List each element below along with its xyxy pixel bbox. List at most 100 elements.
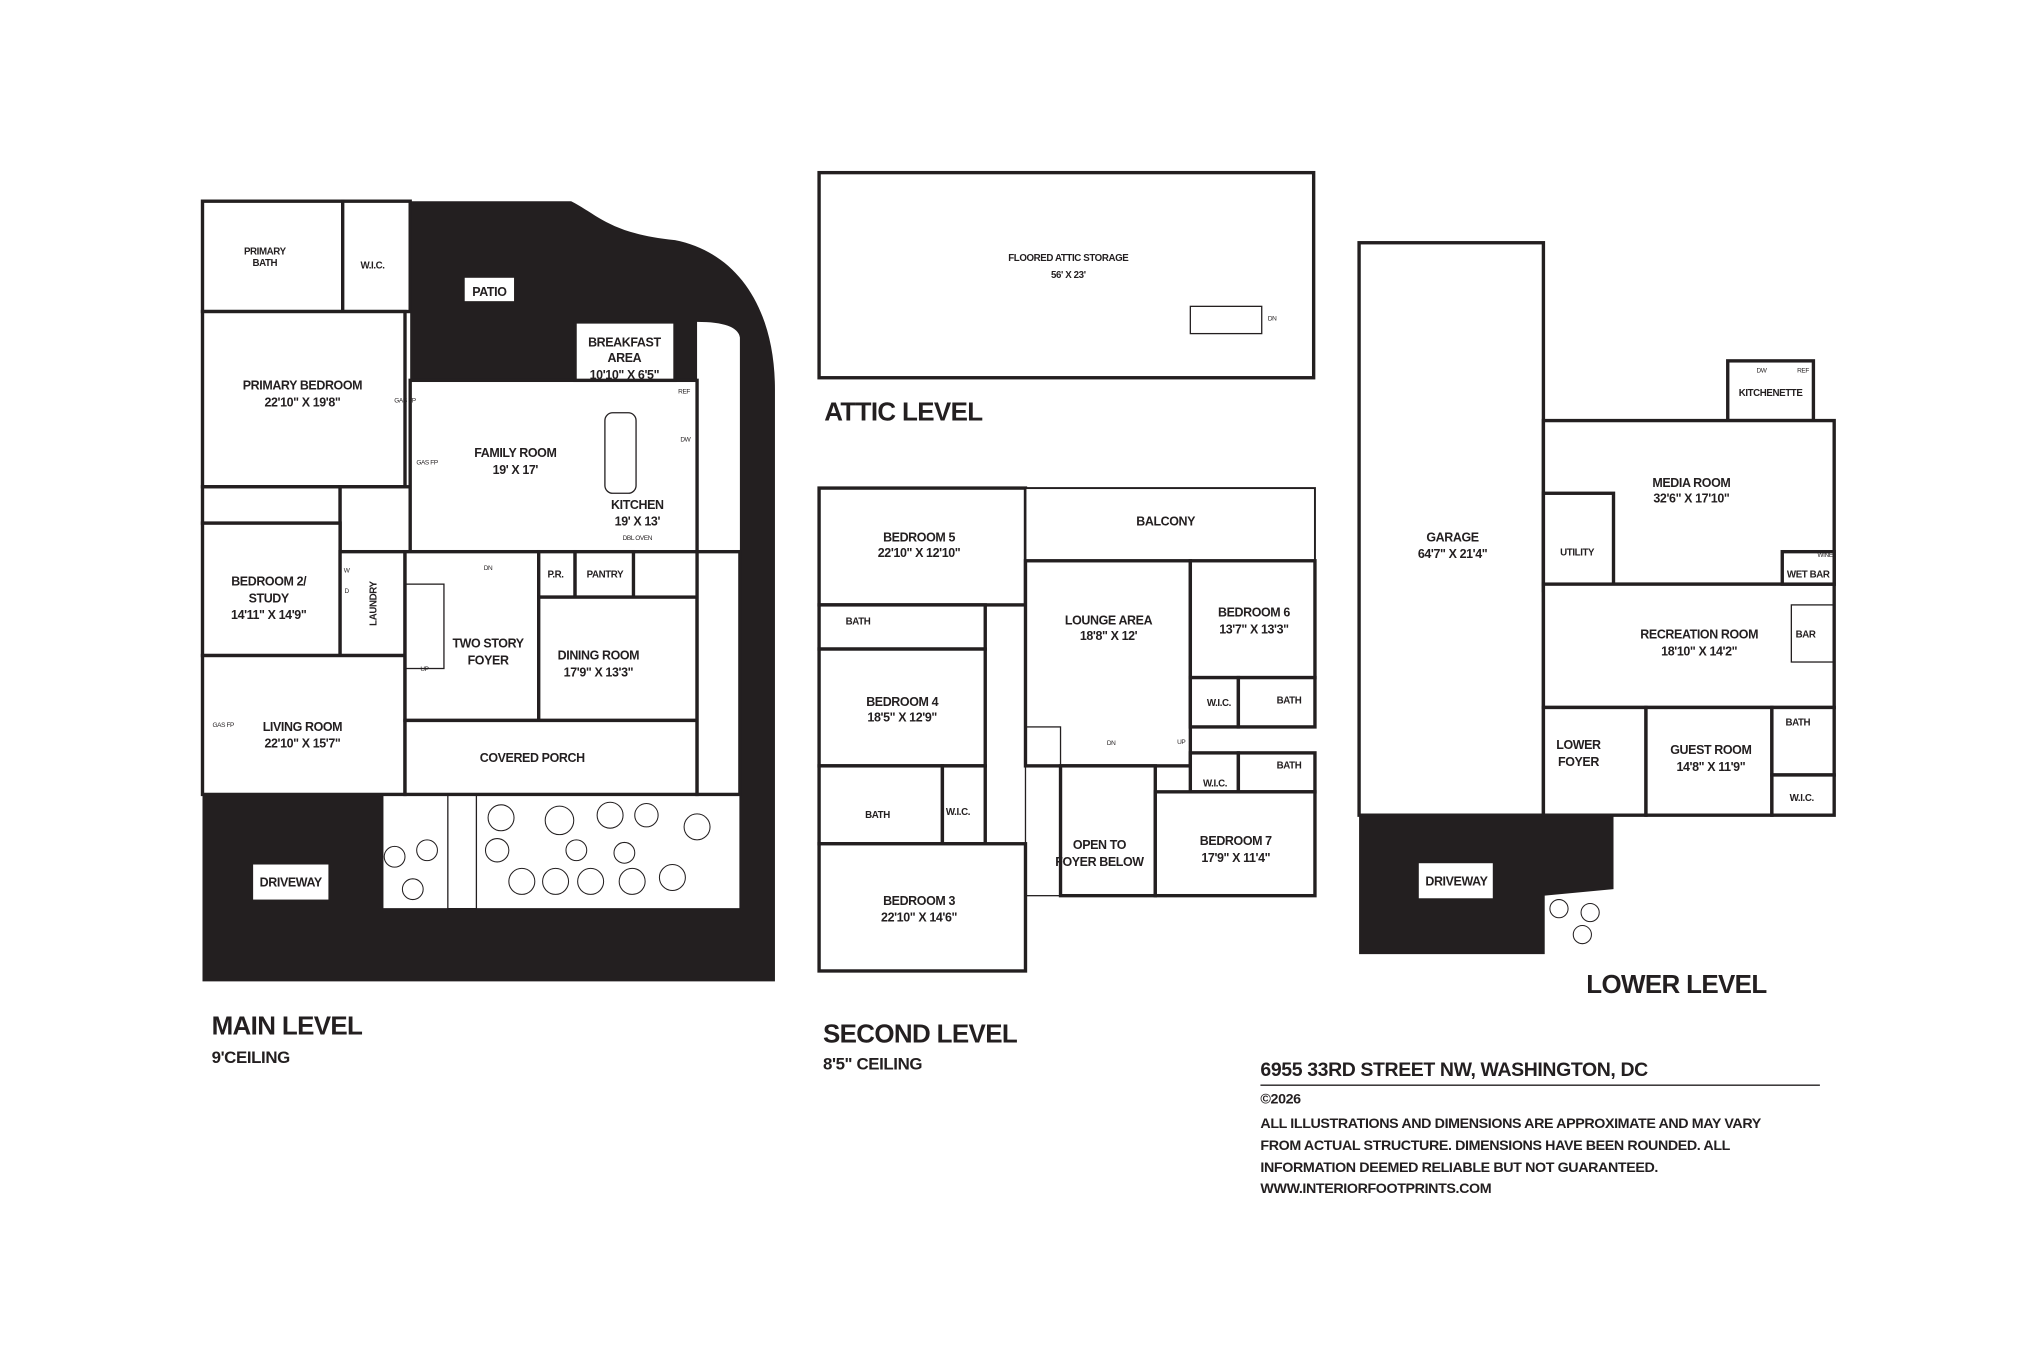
room-bath-3 bbox=[817, 764, 945, 846]
room-bedroom7 bbox=[1153, 790, 1317, 898]
label-bedroom4: BEDROOM 4 bbox=[866, 695, 938, 709]
label-gas-fp-3: GAS FP bbox=[213, 722, 235, 729]
disclaimer-line-3: INFORMATION DEEMED RELIABLE BUT NOT GUAR… bbox=[1260, 1160, 1658, 1176]
label-garage: GARAGE bbox=[1426, 530, 1478, 544]
lower-driveway-label-box bbox=[1418, 863, 1493, 899]
attic-stair bbox=[1189, 305, 1263, 335]
label-bedroom2-dims: 14'11" X 14'9" bbox=[231, 608, 307, 622]
label-guest: GUEST ROOM bbox=[1670, 743, 1751, 757]
room-dining bbox=[537, 595, 699, 723]
label-recreation: RECREATION ROOM bbox=[1640, 628, 1758, 642]
label-lower-bath: BATH bbox=[1785, 718, 1810, 729]
label-wine: WINE bbox=[1817, 552, 1833, 559]
label-bedroom5: BEDROOM 5 bbox=[883, 530, 955, 544]
garden-shrubs bbox=[383, 801, 711, 901]
label-bath-5: BATH bbox=[846, 616, 871, 627]
room-lounge bbox=[1023, 559, 1193, 768]
copyright: ©2026 bbox=[1260, 1091, 1301, 1107]
attic-level-plan: FLOORED ATTIC STORAGE 56' X 23' DN ATTIC… bbox=[817, 170, 1316, 427]
room-bedroom6 bbox=[1188, 559, 1317, 680]
room-wic bbox=[341, 199, 412, 314]
closets-strip bbox=[200, 485, 342, 525]
label-bedroom7: BEDROOM 7 bbox=[1200, 834, 1272, 848]
label-primary-bath-2: BATH bbox=[252, 258, 277, 269]
label-driveway: DRIVEWAY bbox=[260, 876, 323, 890]
website: WWW.INTERIORFOOTPRINTS.COM bbox=[1260, 1181, 1491, 1197]
label-breakfast-1: BREAKFAST bbox=[588, 336, 661, 350]
label-gas-fp-2: GAS FP bbox=[416, 460, 438, 467]
label-open-foyer-1: OPEN TO bbox=[1073, 838, 1127, 852]
room-bath-7 bbox=[1236, 751, 1317, 794]
label-oven: DBL OVEN bbox=[623, 535, 653, 542]
label-utility: UTILITY bbox=[1560, 548, 1595, 559]
room-recreation bbox=[1541, 582, 1836, 710]
label-garage-dims: 64'7" X 21'4" bbox=[1418, 547, 1488, 561]
label-ref: REF bbox=[678, 388, 690, 395]
foyer-stair bbox=[404, 583, 445, 670]
label-family-room: FAMILY ROOM bbox=[474, 446, 556, 460]
label-living-room: LIVING ROOM bbox=[263, 720, 342, 734]
disclaimer-line-1: ALL ILLUSTRATIONS AND DIMENSIONS ARE APP… bbox=[1260, 1116, 1761, 1132]
disclaimer-line-2: FROM ACTUAL STRUCTURE. DIMENSIONS HAVE B… bbox=[1260, 1138, 1730, 1154]
patio-label-box bbox=[464, 277, 515, 302]
label-bedroom3: BEDROOM 3 bbox=[883, 894, 955, 908]
label-lounge-dims: 18'8" X 12' bbox=[1080, 629, 1138, 643]
label-second-dn: DN bbox=[1107, 740, 1116, 747]
label-lower-driveway: DRIVEWAY bbox=[1425, 874, 1488, 888]
room-utility bbox=[1541, 491, 1616, 593]
room-pantry bbox=[573, 549, 636, 599]
label-primary-bedroom: PRIMARY BEDROOM bbox=[243, 378, 362, 392]
room-bar bbox=[1790, 604, 1835, 663]
label-kitchen-dims: 19' X 13' bbox=[615, 515, 661, 529]
title-block: 6955 33RD STREET NW, WASHINGTON, DC ©202… bbox=[1260, 1059, 1820, 1197]
room-lower-wic bbox=[1770, 773, 1836, 817]
room-bedroom2 bbox=[200, 521, 342, 658]
label-bath-6: BATH bbox=[1277, 696, 1302, 707]
second-level-title: SECOND LEVEL bbox=[823, 1018, 1018, 1048]
label-bedroom7-dims: 17'9" X 11'4" bbox=[1201, 851, 1270, 865]
label-lounge: LOUNGE AREA bbox=[1065, 613, 1153, 627]
label-wic: W.I.C. bbox=[360, 261, 385, 272]
label-bar: BAR bbox=[1796, 629, 1816, 640]
label-foyer-2: FOYER bbox=[468, 654, 509, 668]
room-kitchenette bbox=[1726, 359, 1816, 423]
label-attic-storage-dims: 56' X 23' bbox=[1051, 270, 1086, 281]
label-wic-6: W.I.C. bbox=[1207, 698, 1232, 709]
stair-second bbox=[1024, 726, 1062, 897]
address: 6955 33RD STREET NW, WASHINGTON, DC bbox=[1260, 1059, 1648, 1081]
label-dw: DW bbox=[680, 436, 691, 443]
label-breakfast-2: AREA bbox=[608, 351, 642, 365]
label-bedroom6-dims: 13'7" X 13'3" bbox=[1219, 622, 1289, 636]
label-kitchenette: KITCHENETTE bbox=[1739, 388, 1804, 399]
label-laundry: LAUNDRY bbox=[368, 580, 379, 625]
second-level-plan: BEDROOM 5 22'10" X 12'10" BALCONY LOUNGE… bbox=[817, 486, 1317, 1074]
main-level-ceiling: 9'CEILING bbox=[212, 1048, 291, 1067]
main-level-title: MAIN LEVEL bbox=[212, 1011, 363, 1041]
label-powder-room: P.R. bbox=[548, 570, 565, 581]
label-washer: W bbox=[344, 567, 351, 574]
label-bedroom2-1: BEDROOM 2/ bbox=[231, 574, 307, 588]
label-bedroom2-2: STUDY bbox=[249, 591, 290, 605]
label-kitchen: KITCHEN bbox=[611, 498, 664, 512]
label-balcony: BALCONY bbox=[1136, 515, 1196, 529]
room-lower-bath bbox=[1770, 705, 1836, 777]
room-bath-6 bbox=[1236, 675, 1317, 729]
label-primary-bath-1: PRIMARY bbox=[244, 246, 287, 257]
room-laundry bbox=[338, 549, 407, 658]
label-family-room-dims: 19' X 17' bbox=[493, 463, 539, 477]
label-wet-bar: WET BAR bbox=[1787, 570, 1830, 581]
label-bedroom5-dims: 22'10" X 12'10" bbox=[878, 546, 961, 560]
room-living bbox=[200, 653, 407, 797]
room-lower-foyer bbox=[1541, 705, 1648, 817]
label-bedroom3-dims: 22'10" X 14'6" bbox=[881, 911, 957, 925]
label-dn: DN bbox=[484, 565, 493, 572]
room-open-foyer bbox=[1058, 764, 1157, 898]
label-gas-fp: GAS FP bbox=[394, 397, 416, 404]
side-porch bbox=[695, 549, 742, 797]
lower-level-plan: GARAGE 64'7" X 21'4" UTILITY MEDIA ROOM … bbox=[1357, 241, 1836, 999]
main-level-plan: PRIMARY BATH W.I.C. PATIO BREAKFAST AREA… bbox=[200, 199, 775, 1067]
label-wic-7: W.I.C. bbox=[1203, 779, 1228, 790]
attic-level-title: ATTIC LEVEL bbox=[824, 397, 983, 427]
second-level-ceiling: 8'5" CEILING bbox=[823, 1055, 922, 1074]
